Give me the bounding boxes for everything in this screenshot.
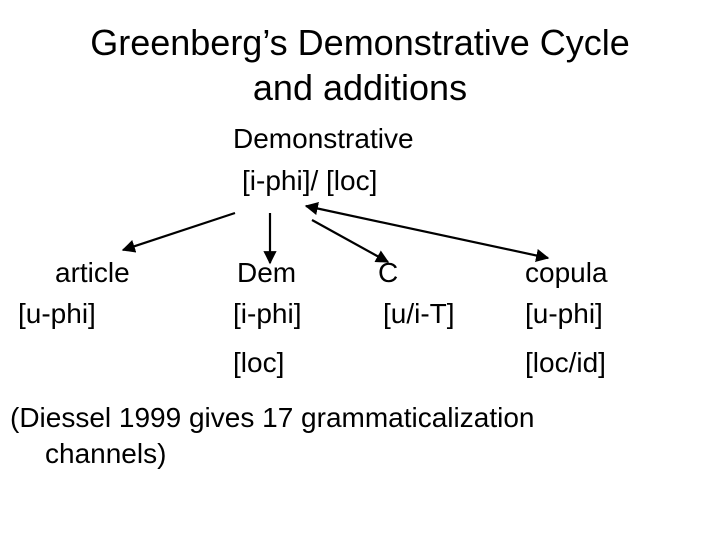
branch-feature-c-row2: [u/i-T] — [383, 298, 455, 329]
branch-feature-article-row2: [u-phi] — [18, 298, 96, 329]
slide-title: Greenberg’s Demonstrative Cycle and addi… — [0, 20, 720, 110]
branch-label-dem: Dem — [237, 257, 297, 288]
branch-feature-dem-row2: [i-phi] — [233, 298, 302, 329]
arrow-to-copula-double-headed — [304, 202, 550, 262]
arrow-to-article — [121, 211, 236, 253]
arrow-to-c — [311, 219, 390, 263]
title-line-2: and additions — [252, 67, 468, 108]
branch-label-article: article — [55, 257, 130, 288]
title-line-1: Greenberg’s Demonstrative Cycle — [90, 22, 630, 63]
branch-label-c: C — [378, 257, 399, 288]
note-line-2: channels) — [45, 438, 167, 469]
branch-label-copula: copula — [525, 257, 608, 288]
branch-feature-copula-row2: [u-phi] — [525, 298, 603, 329]
branch-feature-dem-row3: [loc] — [233, 347, 285, 378]
root-features: [i-phi]/ [loc] — [242, 165, 378, 196]
root-label: Demonstrative — [233, 123, 414, 154]
note-line-1: (Diessel 1999 gives 17 grammaticalizatio… — [10, 402, 535, 433]
branch-feature-copula-row3: [loc/id] — [525, 347, 606, 378]
